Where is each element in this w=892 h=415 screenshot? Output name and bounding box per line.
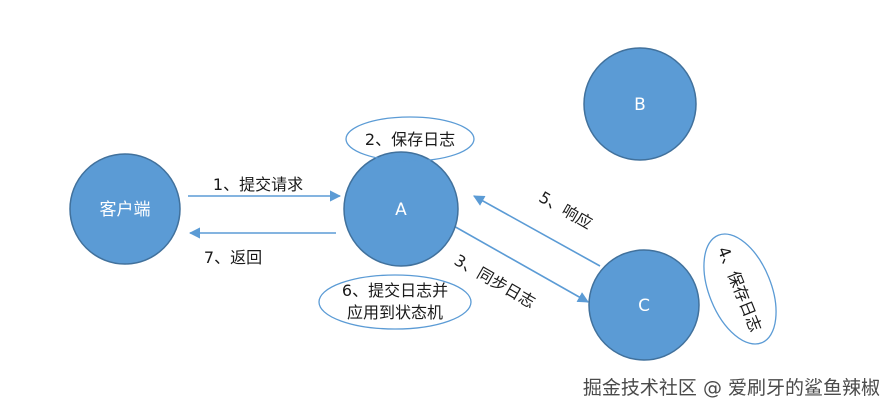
label-commit-apply-line1: 6、提交日志并 (342, 281, 448, 300)
label-submit-request: 1、提交请求 (213, 175, 303, 194)
label-commit-apply-line2: 应用到状态机 (347, 303, 443, 322)
node-c-label: C (638, 296, 650, 316)
node-b: B (583, 47, 697, 161)
callout-commit-apply (318, 274, 472, 330)
label-sync-log: 3、同步日志 (451, 250, 539, 312)
label-save-log-a: 2、保存日志 (365, 130, 455, 149)
node-a-label: A (395, 200, 407, 220)
label-return: 7、返回 (204, 248, 262, 267)
label-respond: 5、响应 (536, 187, 596, 233)
node-a: A (343, 151, 459, 267)
watermark-text: 掘金技术社区 @ 爱刷牙的鲨鱼辣椒 (583, 377, 880, 399)
node-client: 客户端 (69, 153, 181, 265)
node-client-label: 客户端 (100, 200, 151, 220)
arrow-sync-log (451, 224, 589, 303)
arrow-respond (473, 195, 601, 267)
callout-save-log-c (703, 233, 777, 345)
node-b-label: B (634, 95, 646, 115)
node-c: C (588, 249, 700, 361)
callout-save-log-a (345, 116, 475, 162)
